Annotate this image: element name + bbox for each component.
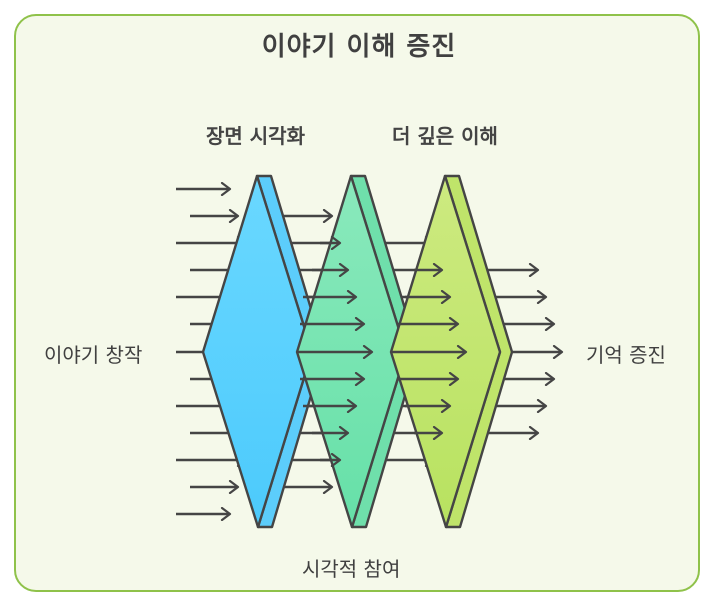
input-label: 이야기 창작: [44, 343, 143, 367]
bottom-label: 시각적 참여: [302, 557, 401, 581]
output-arrows: [488, 270, 562, 433]
diagram-title: 이야기 이해 증진: [261, 32, 457, 62]
stage-label-deeper-understanding: 더 깊은 이해: [392, 124, 498, 148]
stage-label-scene-visualization: 장면 시각화: [206, 124, 305, 148]
output-label: 기억 증진: [586, 343, 666, 367]
